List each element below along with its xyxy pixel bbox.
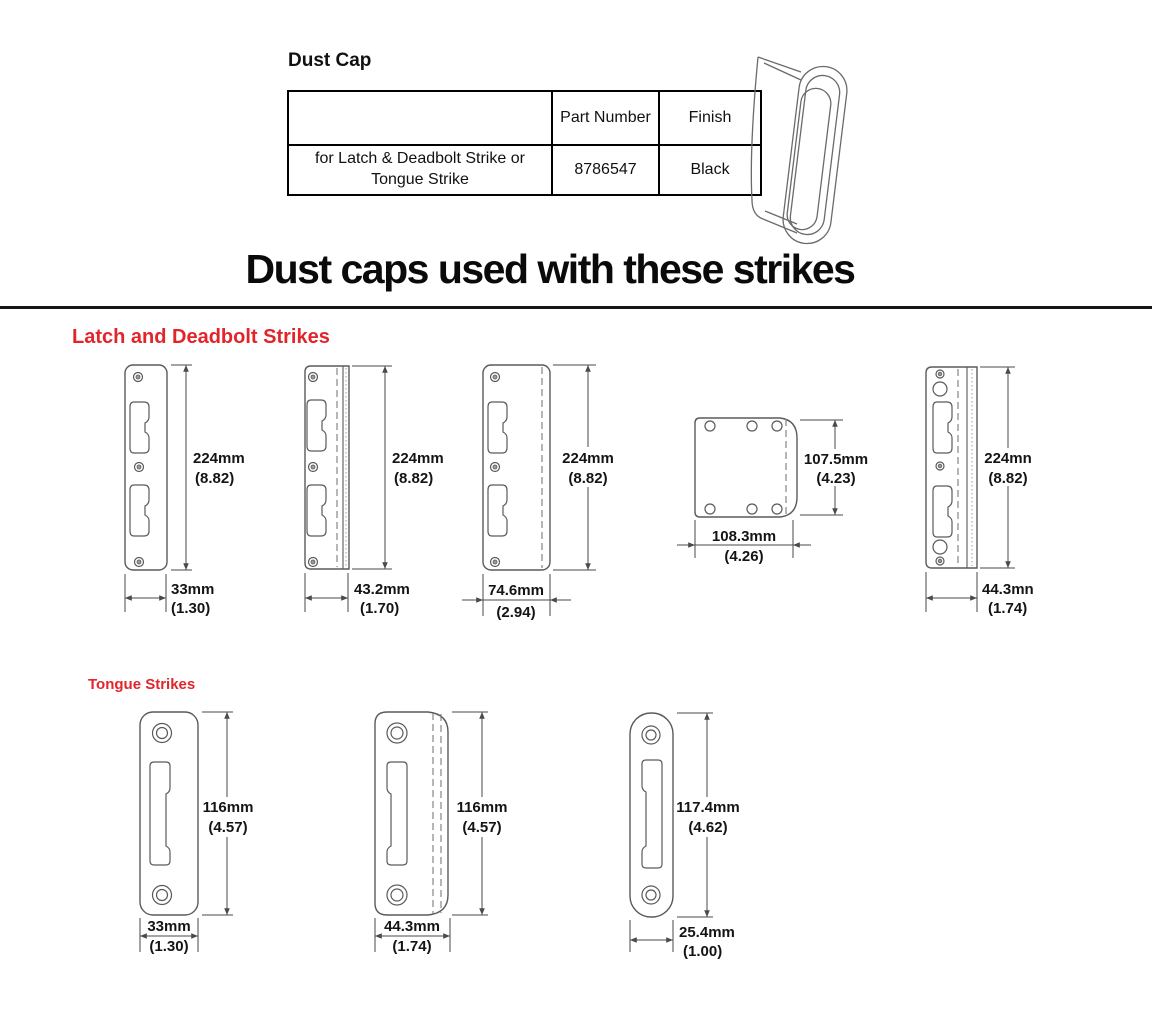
tongue-slot	[149, 761, 171, 866]
height-dim-in: (8.82)	[568, 470, 607, 487]
screw-holes	[489, 371, 501, 568]
width-dim-in: (1.70)	[360, 600, 399, 617]
header-cell-finish: Finish	[658, 90, 762, 146]
height-dim-in: (8.82)	[988, 470, 1027, 487]
width-dim-mm: 74.6mm	[488, 582, 544, 599]
latch-cutout	[129, 401, 150, 454]
latch-cutout	[487, 484, 508, 537]
dust-cap-icon	[750, 56, 848, 245]
screw-holes	[641, 725, 661, 905]
width-dim-mm: 44.3mn	[982, 581, 1034, 598]
latch-strike-5: 224mn (8.82) 44.3mn (1.74)	[925, 366, 1035, 617]
height-dim-mm: 224mm	[392, 450, 444, 467]
width-dim-mm: 44.3mm	[384, 918, 440, 935]
width-dim-in: (4.26)	[724, 548, 763, 565]
tongue-strike-3: 117.4mm (4.62) 25.4mm (1.00)	[629, 712, 740, 960]
height-dim-mm: 116mm	[203, 799, 254, 816]
page-title: Dust caps used with these strikes	[245, 246, 856, 292]
tongue-slot	[386, 761, 408, 866]
height-dim-in: (4.57)	[208, 819, 247, 836]
height-dim-mm: 224mm	[562, 450, 614, 467]
width-dim-mm: 108.3mm	[712, 528, 776, 545]
tongue-strike-2: 116mm (4.57) 44.3mm (1.74)	[374, 711, 508, 955]
screw-holes	[704, 420, 783, 515]
tongue-strike-1: 116mm (4.57) 33mm (1.30)	[139, 711, 254, 955]
height-dim-in: (4.23)	[816, 470, 855, 487]
dust-cap-parts-table: Part Number Finish for Latch & Deadbolt …	[287, 90, 762, 196]
table-header-row: Part Number Finish	[287, 90, 762, 146]
cell-part-number: 8786547	[551, 144, 660, 196]
latch-cutout	[932, 401, 953, 454]
latch-cutout	[932, 485, 953, 538]
screw-holes	[132, 371, 145, 568]
dust-cap-section-title: Dust Cap	[288, 50, 372, 71]
header-cell-part-number: Part Number	[551, 90, 660, 146]
width-dim-mm: 43.2mm	[354, 581, 410, 598]
divider-rule	[0, 306, 1152, 309]
latch-cutout	[306, 399, 327, 452]
tongue-section-heading: Tongue Strikes	[88, 676, 196, 693]
latch-cutout	[487, 401, 508, 454]
latch-strike-1: 224mm (8.82) 33mm (1.30)	[124, 364, 245, 617]
cell-description: for Latch & Deadbolt Strike or Tongue St…	[287, 144, 553, 196]
width-dim-in: (1.74)	[392, 938, 431, 955]
latch-strike-2: 224mm (8.82) 43.2mm (1.70)	[304, 365, 444, 617]
screw-holes	[386, 722, 408, 906]
header-cell-blank	[287, 90, 553, 146]
width-dim-in: (1.30)	[171, 600, 210, 617]
height-dim-in: (4.62)	[688, 819, 727, 836]
latch-strike-4: 107.5mm (4.23) 108.3mm (4.26)	[677, 417, 869, 565]
latch-cutout	[306, 484, 327, 537]
screw-holes	[932, 369, 948, 566]
table-row: for Latch & Deadbolt Strike or Tongue St…	[287, 144, 762, 196]
screw-holes	[307, 371, 319, 568]
height-dim-mm: 107.5mm	[804, 451, 868, 468]
latch-strike-3: 224mm (8.82) 74.6mm (2.94)	[462, 364, 616, 621]
width-dim-mm: 33mm	[147, 918, 190, 935]
width-dim-in: (1.30)	[149, 938, 188, 955]
height-dim-mm: 224mn	[984, 450, 1032, 467]
height-dim-in: (8.82)	[394, 470, 433, 487]
latch-section-heading: Latch and Deadbolt Strikes	[72, 326, 330, 348]
cell-finish: Black	[658, 144, 762, 196]
height-dim-in: (4.57)	[462, 819, 501, 836]
width-dim-in: (1.00)	[683, 943, 722, 960]
height-dim-mm: 117.4mm	[676, 799, 739, 816]
width-dim-mm: 25.4mm	[679, 924, 735, 941]
width-dim-in: (2.94)	[496, 604, 535, 621]
tongue-slot	[641, 759, 663, 869]
width-dim-mm: 33mm	[171, 581, 214, 598]
height-dim-mm: 224mm	[193, 450, 245, 467]
latch-cutout	[129, 484, 150, 537]
screw-holes	[151, 722, 173, 906]
height-dim-in: (8.82)	[195, 470, 234, 487]
width-dim-in: (1.74)	[988, 600, 1027, 617]
height-dim-mm: 116mm	[457, 799, 508, 816]
